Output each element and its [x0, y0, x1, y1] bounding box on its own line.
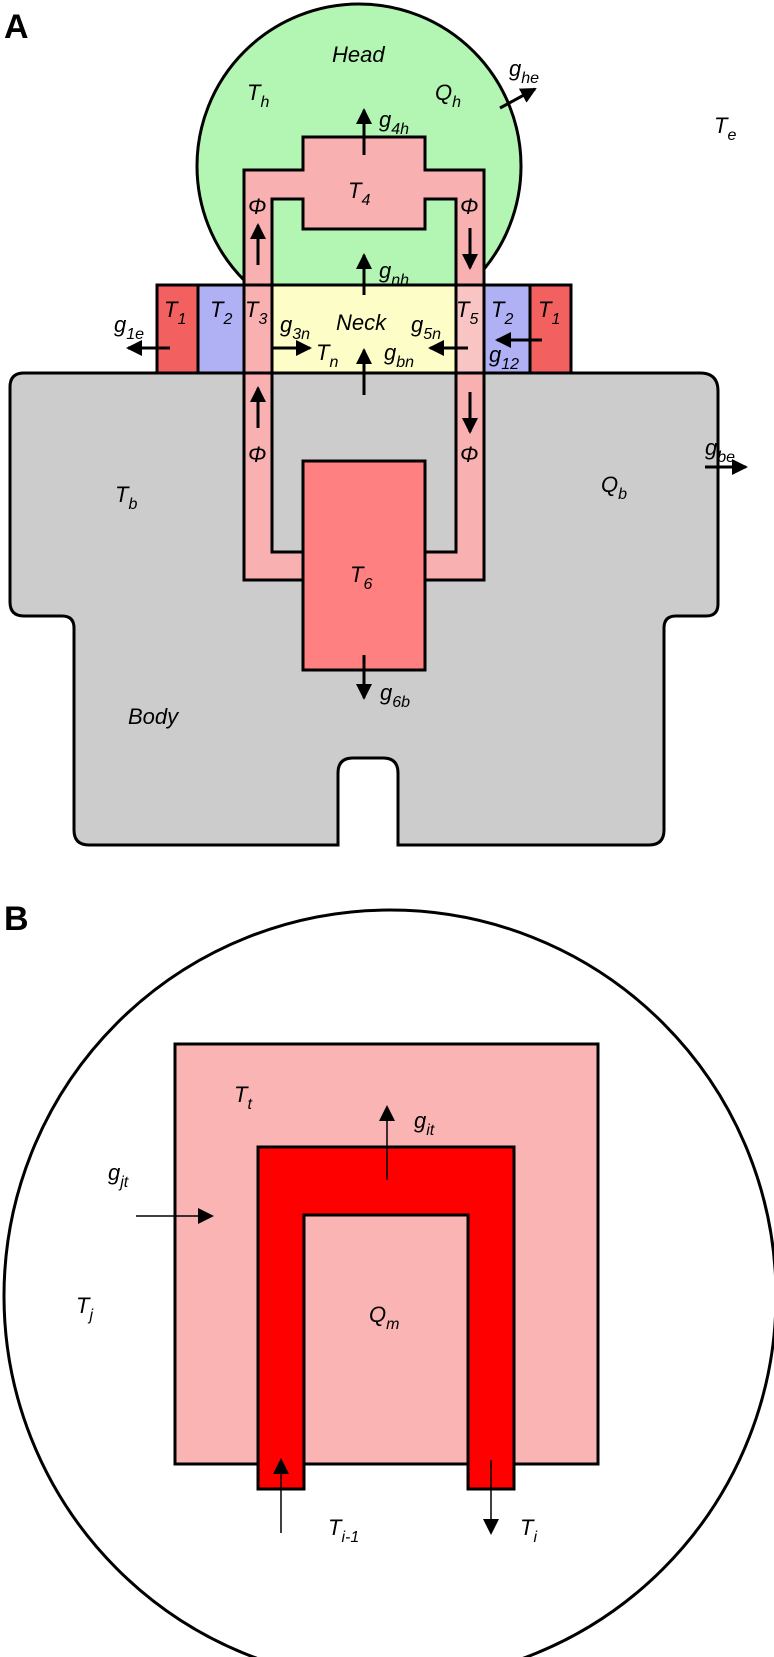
t-j-label: Tj	[76, 1293, 93, 1324]
body-label: Body	[128, 704, 180, 729]
g-12-label: g12	[489, 342, 519, 373]
panel-a: A Head Th	[4, 2, 748, 847]
t-5-label: T5	[456, 297, 478, 328]
g-6b-label: g6b	[380, 680, 410, 711]
g-he-arrow	[499, 87, 537, 110]
t-h-label: Th	[247, 80, 269, 111]
t-4-label: T4	[348, 178, 370, 209]
t-1-left-label: T1	[164, 297, 186, 328]
t-i-minus-1-label: Ti-1	[328, 1515, 359, 1546]
g-4h-label: g4h	[379, 107, 409, 138]
phi-left-lower: Φ	[248, 442, 266, 467]
t-6-label: T6	[350, 562, 372, 593]
t-n-label: Tn	[316, 340, 338, 371]
g-be-label: gbe	[705, 435, 735, 466]
g-it-label: git	[414, 1108, 435, 1139]
t1-right-block	[528, 283, 573, 375]
head-vessel-loop	[242, 135, 486, 287]
q-h-label: Qh	[435, 80, 461, 111]
g-nh-label: gnh	[379, 258, 409, 289]
t-2-right-label: T2	[491, 297, 513, 328]
t-1-right-label: T1	[538, 297, 560, 328]
g-5n-label: g5n	[411, 312, 441, 343]
t-t-label: Tt	[234, 1082, 252, 1113]
g-3n-label: g3n	[280, 312, 310, 343]
phi-right-lower: Φ	[460, 442, 478, 467]
panel-a-letter: A	[4, 8, 29, 46]
t-i-label: Ti	[520, 1515, 537, 1546]
t1-left-block	[155, 283, 200, 375]
t-3-label: T3	[245, 297, 267, 328]
t-b-label: Tb	[115, 482, 137, 513]
phi-right-upper: Φ	[460, 194, 478, 219]
t6-core	[304, 462, 424, 669]
panel-b: B Tt git gjt Tj Qm Ti-1 Ti	[2, 900, 774, 1657]
g-he-label: ghe	[509, 56, 539, 87]
t2-right-block	[482, 283, 532, 375]
q-m-region	[305, 1216, 467, 1463]
t-e-label: Te	[714, 113, 736, 144]
q-b-label: Qb	[601, 472, 627, 503]
neck-label: Neck	[336, 310, 387, 335]
t-2-left-label: T2	[210, 297, 232, 328]
g-bn-label: gbn	[384, 340, 414, 371]
phi-left-upper: Φ	[248, 194, 266, 219]
g-jt-label: gjt	[108, 1160, 129, 1191]
q-m-label: Qm	[369, 1302, 399, 1333]
g-1e-label: g1e	[114, 312, 144, 343]
panel-b-letter: B	[4, 900, 29, 938]
head-label: Head	[332, 42, 385, 67]
